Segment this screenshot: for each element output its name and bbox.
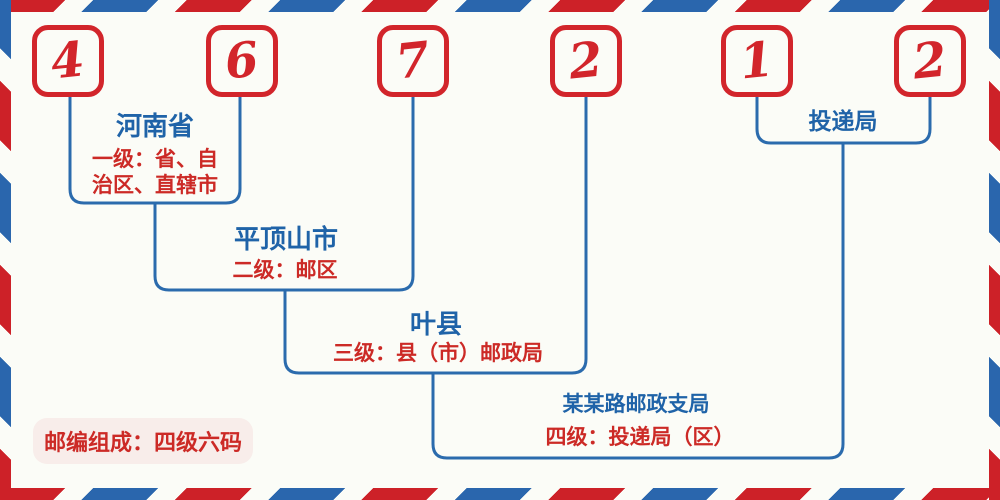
- level1-description-line2: 治区、直辖市: [92, 172, 218, 197]
- digit-4: 2: [566, 31, 606, 91]
- digit-box-1: 4: [32, 25, 104, 97]
- airmail-border-top: [0, 0, 1000, 12]
- digit-box-2: 6: [206, 25, 278, 97]
- level4-name: 某某路邮政支局: [562, 391, 710, 416]
- digit-3: 7: [393, 31, 433, 91]
- digit-box-3: 7: [377, 25, 449, 97]
- airmail-border-left: [0, 0, 11, 500]
- level3-description: 三级：县（市）邮政局: [333, 340, 543, 365]
- level1-name: 河南省: [115, 112, 195, 142]
- level4-description: 四级：投递局（区）: [545, 424, 735, 449]
- airmail-border-right: [989, 0, 1000, 500]
- digit-5: 1: [737, 31, 777, 91]
- level2-description: 二级：邮区: [232, 257, 338, 282]
- digit-6: 2: [910, 31, 950, 91]
- delivery-office-label: 投递局: [808, 108, 878, 135]
- bracket-level4: [431, 143, 845, 460]
- level3-name: 叶县: [409, 310, 463, 340]
- level2-name: 平顶山市: [233, 225, 339, 255]
- airmail-border-bottom: [0, 488, 1000, 500]
- digit-box-6: 2: [894, 25, 966, 97]
- digit-box-5: 1: [721, 25, 793, 97]
- digit-2: 6: [222, 31, 262, 91]
- bracket-level3: [283, 97, 588, 375]
- level1-description-line1: 一级：省、自: [92, 146, 218, 171]
- footer-badge: 邮编组成：四级六码: [33, 418, 253, 464]
- digit-box-4: 2: [550, 25, 622, 97]
- level1-description: 一级：省、自 治区、直辖市: [92, 146, 218, 198]
- bracket-delivery-office: [755, 97, 932, 145]
- digit-1: 4: [48, 31, 88, 91]
- footer-badge-text: 邮编组成：四级六码: [43, 430, 242, 456]
